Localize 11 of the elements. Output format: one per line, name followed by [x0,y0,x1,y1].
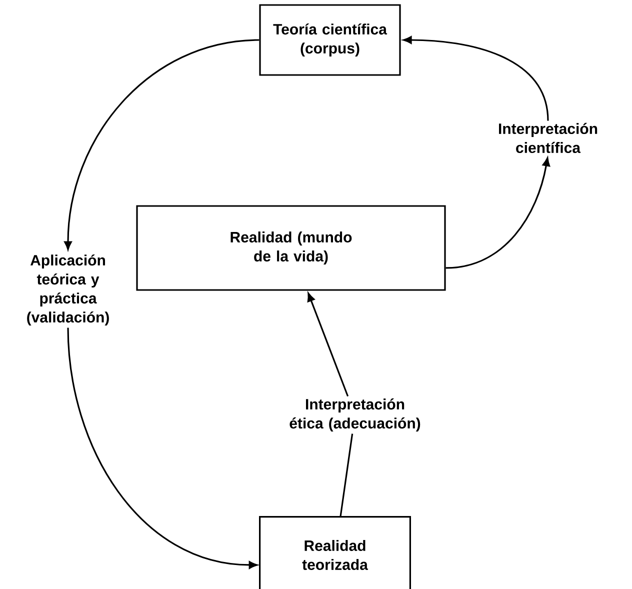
process-box: Teoría científica (corpus) [259,4,401,76]
arrow [67,328,258,569]
arrow [64,39,260,250]
step-label: Aplicación teórica y práctica (validación) [27,254,109,326]
step-label: Interpretación ética (adecuación) [290,398,420,432]
step-label: Interpretación científica [499,122,598,154]
arrow [446,157,550,269]
arrow [307,292,349,397]
process-box: Realidad teorizada [259,516,411,589]
arrow [403,36,549,121]
process-box: Realidad (mundo de la vida) [136,205,446,291]
